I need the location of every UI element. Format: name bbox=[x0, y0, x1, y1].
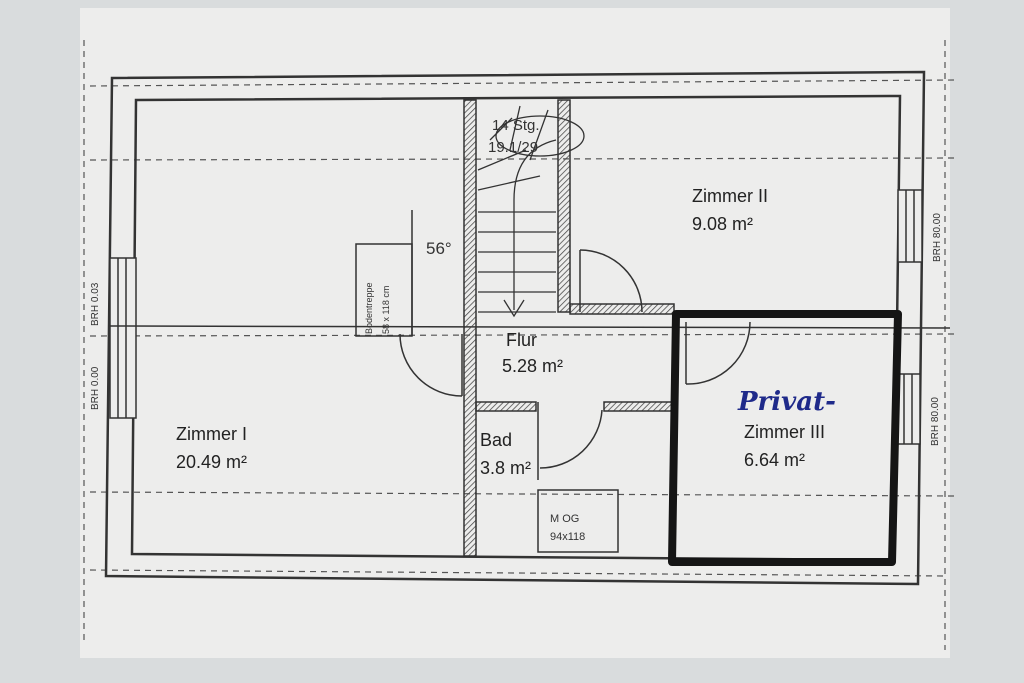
bath-window-label-1: M OG bbox=[550, 513, 579, 525]
dimension-lines bbox=[83, 40, 956, 650]
room-area-flur: 5.28 m² bbox=[502, 356, 563, 376]
bath-window-label-2: 94x118 bbox=[550, 531, 585, 543]
windows bbox=[109, 189, 923, 445]
room-name-zimmer3: Zimmer III bbox=[744, 422, 825, 442]
room-name-bad: Bad bbox=[480, 430, 512, 450]
room-area-zimmer1: 20.49 m² bbox=[176, 452, 247, 472]
stair-steps-label: 14 Stg. bbox=[492, 117, 540, 134]
paper-sheet bbox=[80, 8, 950, 658]
brh-left-bottom: BRH 0.00 bbox=[90, 366, 101, 410]
room-area-zimmer3: 6.64 m² bbox=[744, 450, 805, 470]
room-name-flur: Flur bbox=[506, 330, 537, 350]
door-swings bbox=[399, 249, 751, 469]
attic-hatch-label: Bodentreppe bbox=[364, 282, 374, 334]
interior-walls bbox=[463, 99, 675, 557]
highlight-frame-zimmer3 bbox=[668, 310, 902, 566]
brh-left-top: BRH 0.03 bbox=[90, 282, 101, 326]
brh-right-bottom: BRH 80.00 bbox=[930, 397, 941, 446]
room-area-bad: 3.8 m² bbox=[480, 458, 531, 478]
room-name-zimmer1: Zimmer I bbox=[176, 424, 247, 444]
room-area-zimmer2: 9.08 m² bbox=[692, 214, 753, 234]
room-name-zimmer2: Zimmer II bbox=[692, 186, 768, 206]
handwritten-annotation: Privat- bbox=[737, 387, 836, 417]
bath-window-box bbox=[537, 489, 619, 553]
roof-angle-label: 56° bbox=[426, 239, 452, 258]
stair-ratio-label: 19.1/29 bbox=[488, 139, 538, 156]
brh-right-top: BRH 80.00 bbox=[932, 213, 943, 262]
staircase bbox=[477, 105, 585, 318]
attic-hatch-size-label: 58 x 118 cm bbox=[381, 286, 391, 334]
attic-hatch bbox=[355, 210, 413, 337]
section-line bbox=[107, 325, 951, 329]
